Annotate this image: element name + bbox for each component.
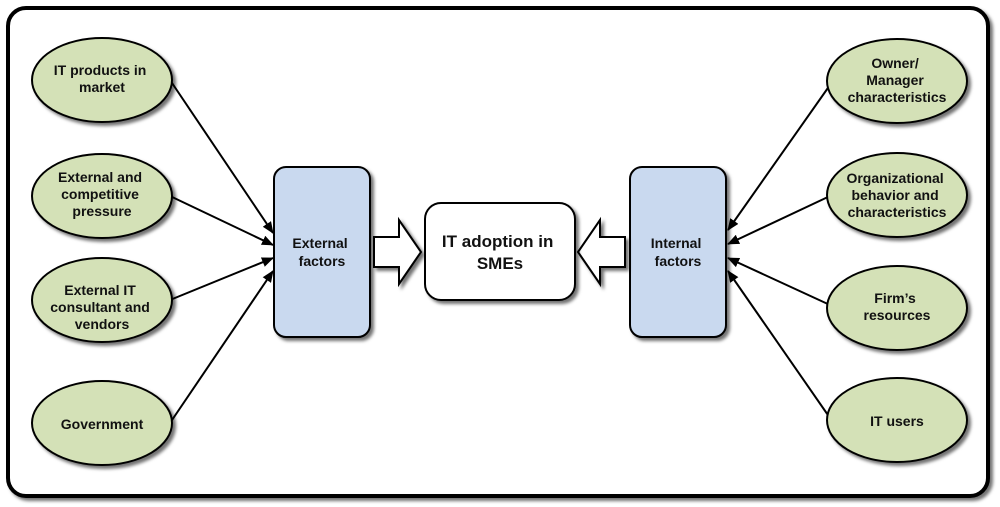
connector-government xyxy=(169,270,274,424)
external-factors-label: External xyxy=(292,235,347,251)
external-ellipse-competitive-pressure: External and competitive pressure xyxy=(31,153,173,239)
external-factors-label: factors xyxy=(299,253,346,269)
ellipse-text-line: External IT xyxy=(64,282,136,298)
external-ellipse-government: Government xyxy=(31,380,173,466)
ellipse-text-line: Manager xyxy=(866,72,924,88)
internal-ellipse-organizational-behavior: Organizational behavior and characterist… xyxy=(826,152,968,238)
ellipse-text-line: consultant and xyxy=(50,299,150,315)
svg-text:External factors: External factors xyxy=(292,235,351,269)
block-arrow-left xyxy=(576,216,626,288)
connector-it-users xyxy=(727,270,831,419)
ellipse-text-line: IT users xyxy=(870,413,924,429)
ellipse-text-line: vendors xyxy=(75,316,130,332)
ellipse-text-line: IT products in xyxy=(54,62,147,78)
internal-connectors xyxy=(727,84,831,419)
connector-owner-manager xyxy=(727,84,831,231)
svg-text:Organizational behavior: Organizational behavior and characterist… xyxy=(846,170,947,220)
center-box: IT adoption in SMEs xyxy=(424,202,576,301)
svg-text:IT products in market: IT products in market xyxy=(54,62,150,95)
ellipse-text-line: Government xyxy=(61,416,144,432)
block-arrow-right xyxy=(373,216,423,288)
ellipse-text-line: characteristics xyxy=(848,89,947,105)
external-ellipse-it-products: IT products in market xyxy=(31,37,173,123)
svg-text:External IT consultant a: External IT consultant and vendors xyxy=(50,282,153,332)
internal-ellipse-firm-resources: Firm’s resources xyxy=(826,265,968,351)
svg-text:Firm’s resources: Firm’s resources xyxy=(864,290,931,323)
svg-text:IT adoption in SMEs: IT adoption in SMEs xyxy=(442,232,558,273)
internal-ellipse-owner-manager: Owner/ Manager characteristics xyxy=(826,38,968,124)
ellipse-text-line: External and xyxy=(58,169,142,185)
svg-text:Internal factors: Internal factors xyxy=(651,235,705,269)
ellipse-text-line: resources xyxy=(864,307,931,323)
ellipse-text-line: market xyxy=(79,79,125,95)
ellipse-text-line: pressure xyxy=(72,203,131,219)
ellipse-text-line: characteristics xyxy=(848,204,947,220)
connector-it-products xyxy=(169,79,274,234)
external-ellipse-it-consultant: External IT consultant and vendors xyxy=(31,257,173,343)
internal-factors-box: Internal factors xyxy=(629,166,727,338)
connector-competitive-pressure xyxy=(169,195,274,246)
ellipse-text-line: Organizational xyxy=(846,170,943,186)
ellipse-text-line: Firm’s xyxy=(874,290,916,306)
external-connectors xyxy=(169,79,274,424)
ellipse-text-line: behavior and xyxy=(851,187,938,203)
connector-firm-resources xyxy=(727,257,831,306)
svg-text:External and competitive: External and competitive pressure xyxy=(58,169,146,219)
external-factors-box: External factors xyxy=(273,166,371,338)
connector-it-consultant xyxy=(169,257,274,301)
center-title: IT adoption in xyxy=(442,232,553,251)
svg-text:Owner/ Manager cha: Owner/ Manager characteristics xyxy=(848,55,947,105)
internal-ellipse-it-users: IT users xyxy=(826,377,968,463)
svg-text:IT users: IT users xyxy=(870,413,924,429)
ellipse-text-line: Owner/ xyxy=(871,55,919,71)
internal-factors-label: Internal xyxy=(651,235,702,251)
connector-organizational-behavior xyxy=(727,195,831,245)
svg-text:Government: Government xyxy=(61,416,144,432)
ellipse-text-line: competitive xyxy=(61,186,139,202)
center-title: SMEs xyxy=(477,254,523,273)
internal-factors-label: factors xyxy=(655,253,702,269)
